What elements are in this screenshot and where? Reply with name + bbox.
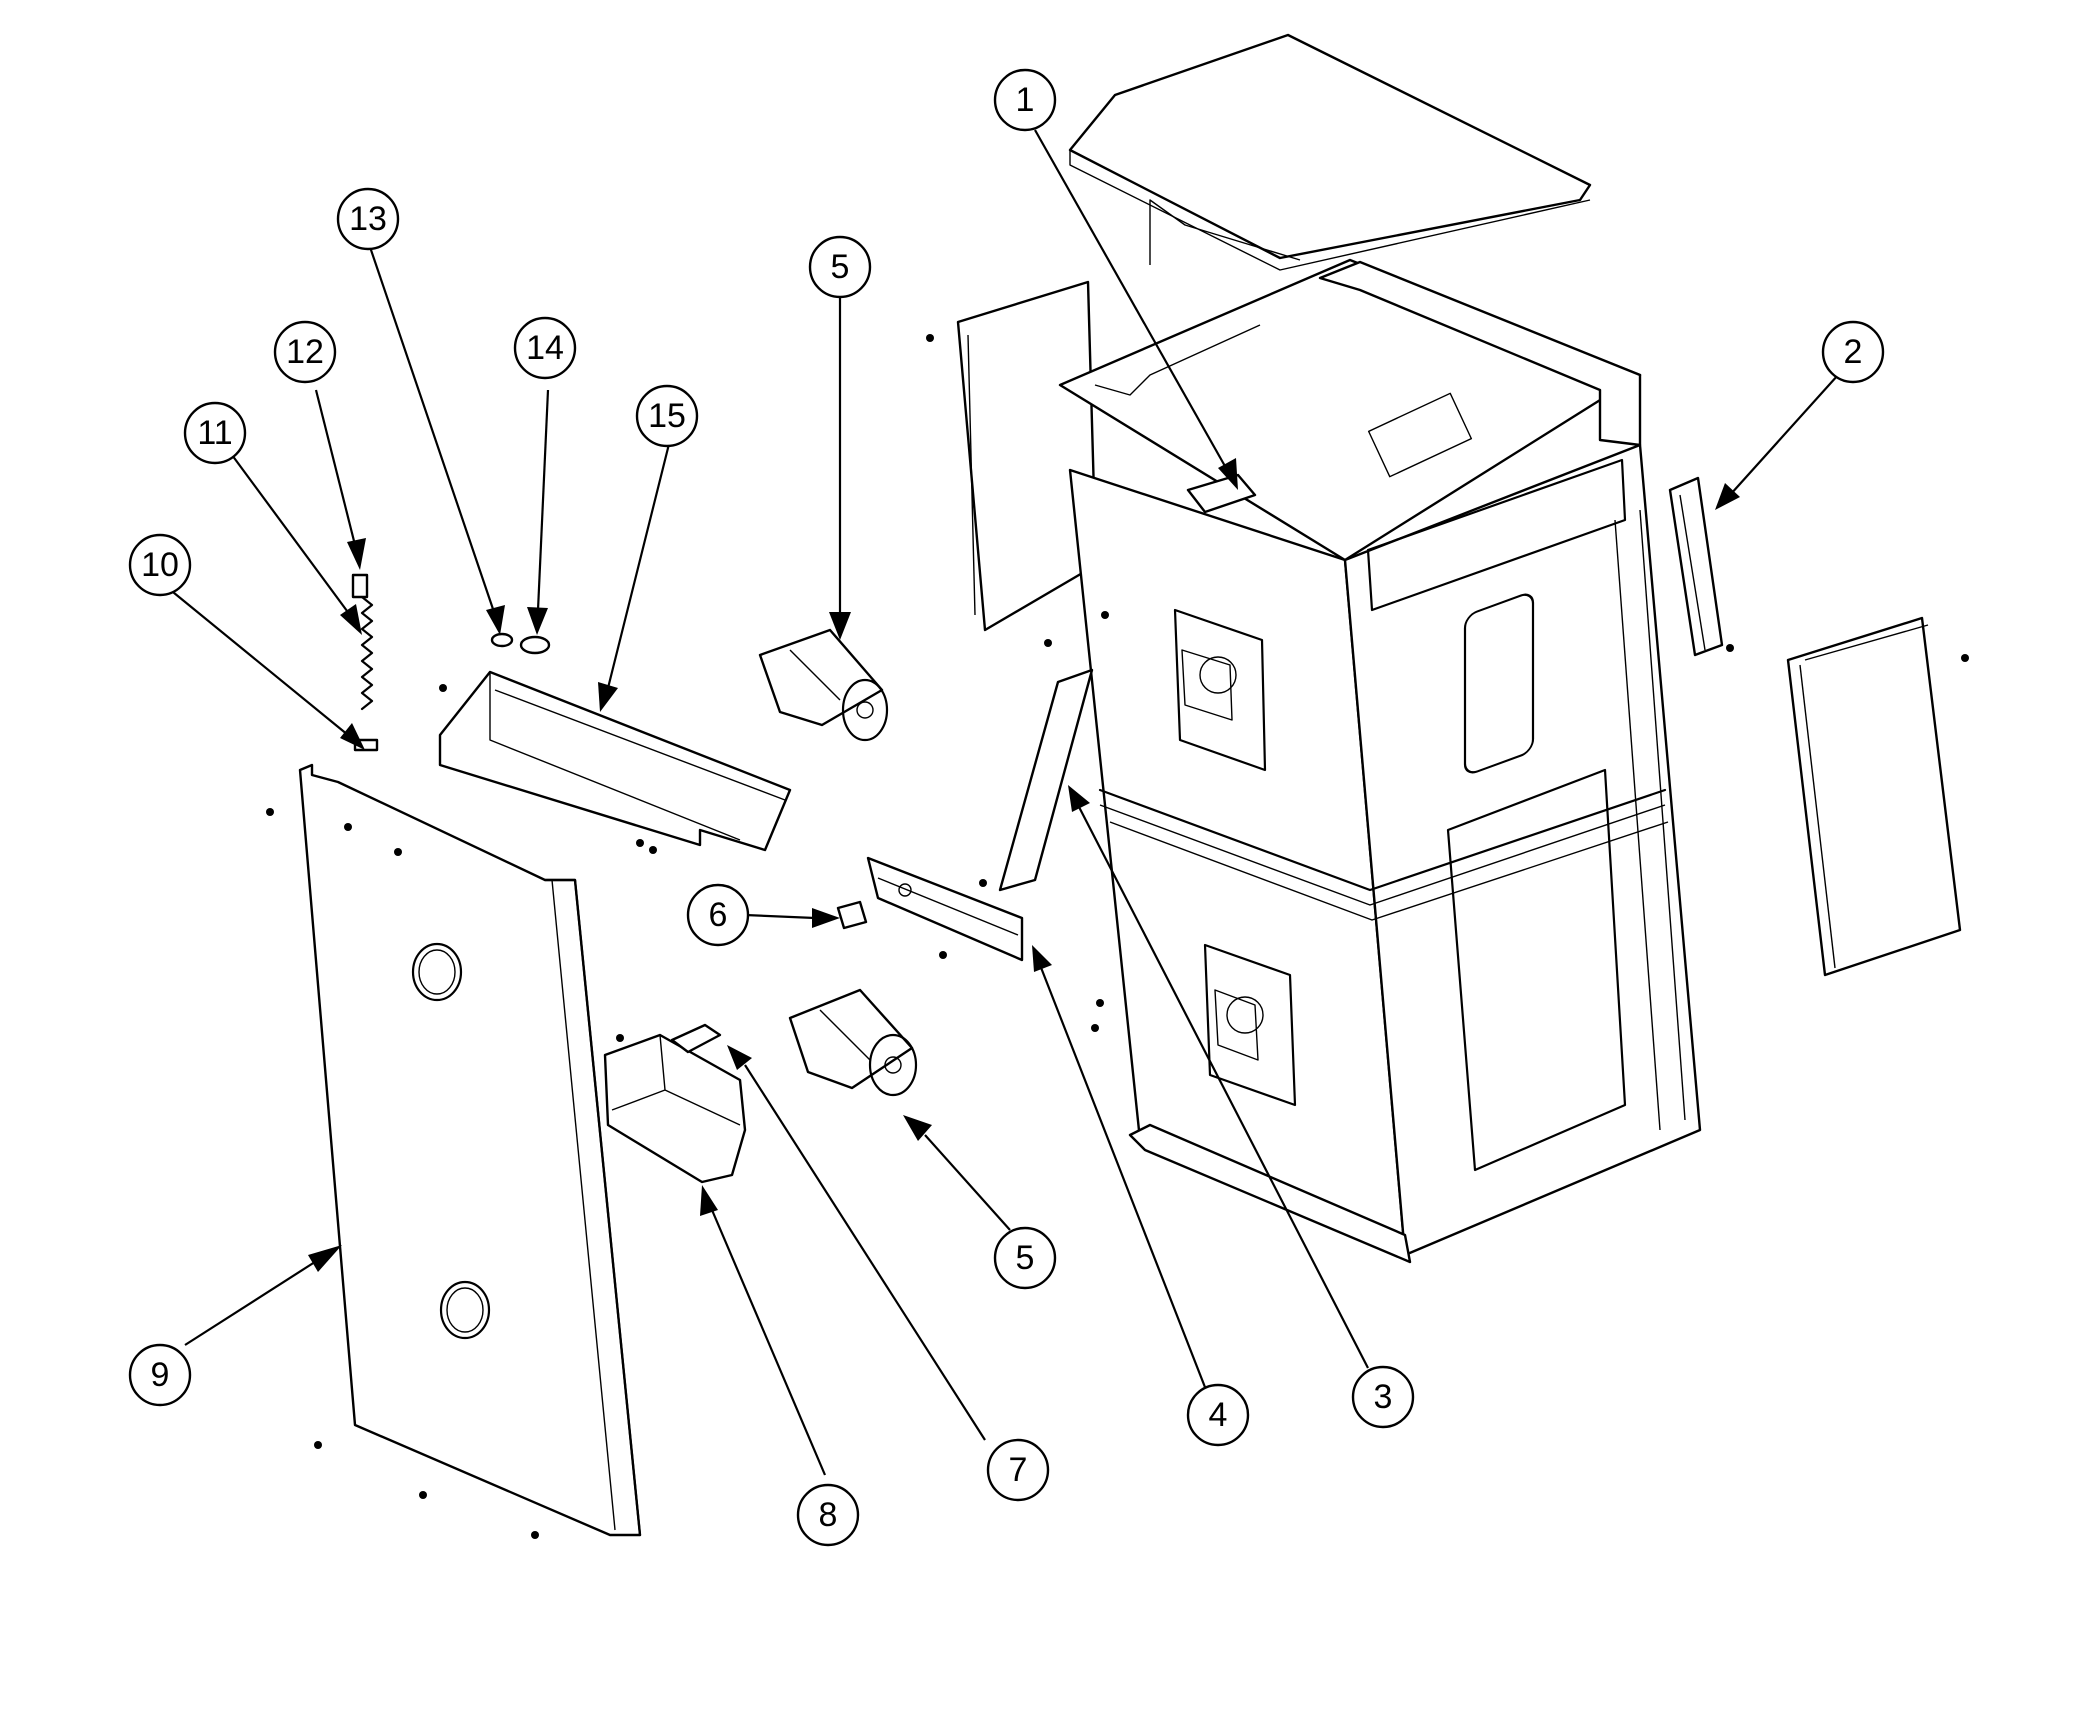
callout-6: 6 bbox=[686, 883, 750, 947]
diagonal-brace bbox=[998, 668, 1094, 892]
fan-motor-lower bbox=[788, 988, 918, 1097]
callout-10: 10 bbox=[128, 533, 192, 597]
small-knob bbox=[836, 900, 868, 930]
callout-12-label: 12 bbox=[286, 333, 324, 371]
callout-5-upper: 5 bbox=[808, 235, 872, 299]
callout-1: 1 bbox=[993, 68, 1057, 132]
callout-8-label: 8 bbox=[819, 1496, 838, 1534]
front-cover-panel bbox=[298, 763, 642, 1537]
callout-4: 4 bbox=[1186, 1383, 1250, 1447]
right-side-panel bbox=[1786, 616, 1962, 977]
callout-15: 15 bbox=[635, 384, 699, 448]
callout-12: 12 bbox=[273, 320, 337, 384]
callout-5-lower: 5 bbox=[993, 1226, 1057, 1290]
callout-5-upper-label: 5 bbox=[831, 248, 850, 286]
spring-assembly bbox=[351, 573, 379, 752]
callout-13: 13 bbox=[336, 187, 400, 251]
callout-9: 9 bbox=[128, 1343, 192, 1407]
callout-5-lower-label: 5 bbox=[1016, 1239, 1035, 1277]
channel-bracket bbox=[438, 670, 792, 852]
callout-11: 11 bbox=[183, 401, 247, 465]
leader-lines bbox=[167, 129, 1839, 1476]
callout-14-label: 14 bbox=[526, 329, 564, 367]
callout-15-label: 15 bbox=[648, 397, 686, 435]
callout-4-label: 4 bbox=[1209, 1396, 1228, 1434]
callout-3: 3 bbox=[1351, 1365, 1415, 1429]
fan-motor-upper bbox=[758, 628, 889, 742]
callout-13-label: 13 bbox=[349, 200, 387, 238]
box-bracket bbox=[603, 1033, 747, 1184]
callout-3-label: 3 bbox=[1374, 1378, 1393, 1416]
mounting-plate bbox=[866, 856, 1024, 962]
small-clip bbox=[670, 1023, 722, 1054]
callout-8: 8 bbox=[796, 1483, 860, 1547]
callout-7: 7 bbox=[986, 1438, 1050, 1502]
callout-14: 14 bbox=[513, 316, 577, 380]
callout-2-label: 2 bbox=[1844, 333, 1863, 371]
side-rail-bracket bbox=[1668, 476, 1724, 657]
callout-2: 2 bbox=[1821, 320, 1885, 384]
callout-11-label: 11 bbox=[197, 414, 232, 452]
main-cabinet bbox=[956, 33, 1702, 1264]
callout-6-label: 6 bbox=[709, 896, 728, 934]
callout-7-label: 7 bbox=[1009, 1451, 1028, 1489]
screw-dots bbox=[266, 334, 1969, 1539]
callout-1-label: 1 bbox=[1016, 81, 1035, 119]
callout-9-label: 9 bbox=[151, 1356, 170, 1394]
callout-10-label: 10 bbox=[141, 546, 179, 584]
small-parts-13-14 bbox=[490, 632, 551, 655]
